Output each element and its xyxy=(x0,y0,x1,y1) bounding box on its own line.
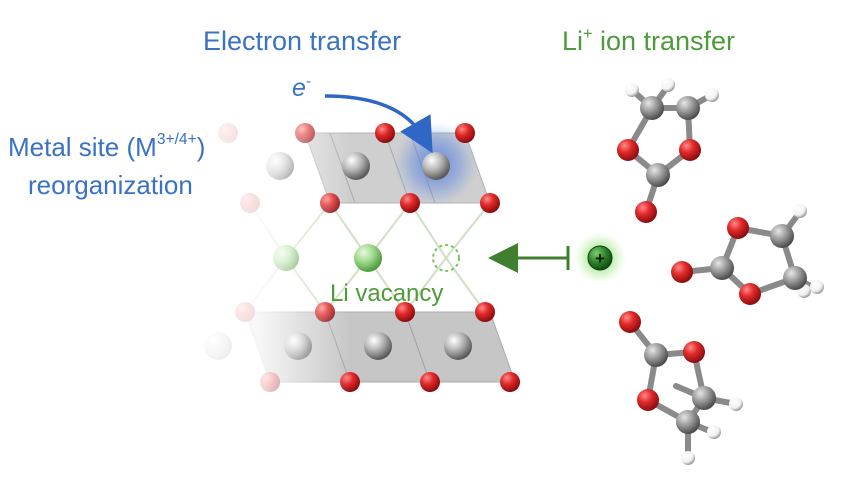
oxygen-atom xyxy=(420,372,440,392)
electron-symbol-charge: - xyxy=(305,73,311,90)
metal-atom xyxy=(364,332,392,360)
electron-transfer-title: Electron transfer xyxy=(203,26,402,56)
li-ion-charge-label: + xyxy=(595,249,605,268)
ethylene-carbonate-molecule xyxy=(617,78,719,223)
electron-symbol: e- xyxy=(292,73,311,102)
oxygen-atom xyxy=(500,372,520,392)
metal-atom-reduced xyxy=(422,152,450,180)
oxygen-atom xyxy=(400,193,420,213)
ethylene-carbonate-molecule xyxy=(619,311,743,465)
blocked-arrow-icon xyxy=(488,243,570,273)
metal-site-oxidation-states: 3+/4+ xyxy=(156,131,197,148)
li-ion xyxy=(587,245,613,271)
metal-atom xyxy=(444,332,472,360)
metal-site-suffix: ) xyxy=(196,132,206,162)
layered-oxide-structure xyxy=(150,110,520,410)
li-ion-transfer-prefix: Li xyxy=(562,26,584,56)
li-vacancy-label: Li vacancy xyxy=(330,280,444,307)
ethylene-carbonate-molecule xyxy=(671,204,824,305)
oxygen-atom xyxy=(480,193,500,213)
metal-site-label-line1: Metal site (M3+/4+) xyxy=(8,131,206,162)
li-ion-transfer-sup: + xyxy=(583,25,593,43)
curved-arrow-icon xyxy=(324,94,433,154)
structure-fade-overlay xyxy=(150,110,350,410)
li-ion-transfer-suffix: ion transfer xyxy=(592,26,736,56)
metal-site-label-line2: reorganization xyxy=(28,170,193,200)
lithium-atom xyxy=(354,244,382,272)
electron-symbol-letter: e xyxy=(292,74,306,102)
oxygen-atom xyxy=(475,302,495,322)
oxygen-atom xyxy=(375,123,395,143)
li-ion-transfer-title: Li+ ion transfer xyxy=(562,25,736,56)
metal-site-prefix: Metal site (M xyxy=(8,132,157,162)
slab-edge xyxy=(404,311,431,383)
oxygen-atom xyxy=(455,123,475,143)
li-vacancy-site xyxy=(432,244,460,272)
oxygen-atom xyxy=(395,302,415,322)
